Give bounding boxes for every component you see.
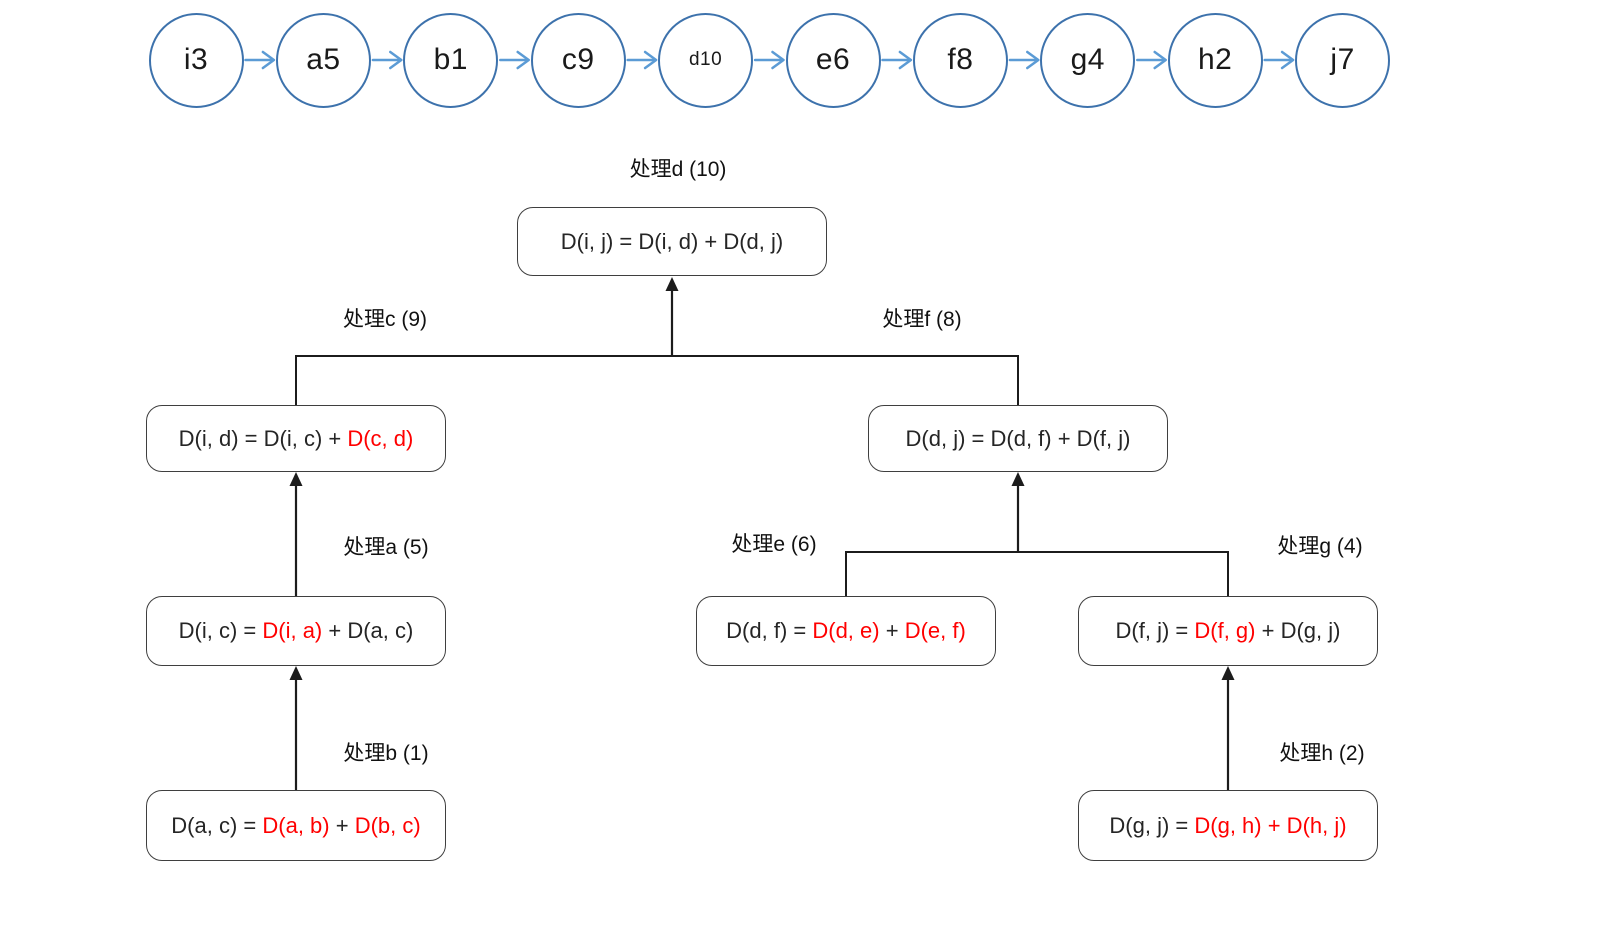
formula-text: D(i, c) = bbox=[178, 618, 263, 643]
arrowhead-up-icon bbox=[289, 666, 303, 680]
list-node-i3: i3 bbox=[148, 12, 244, 108]
formula-highlight: D(b, c) bbox=[354, 812, 421, 838]
tree-arrow bbox=[1221, 666, 1235, 790]
chain-arrow bbox=[1263, 50, 1295, 70]
formula-box-dic: D(i, c) = D(i, a) + D(a, c) bbox=[146, 596, 446, 666]
chain-arrow bbox=[499, 50, 530, 70]
list-node-a5: a5 bbox=[275, 12, 371, 108]
list-node-e6: e6 bbox=[785, 12, 881, 108]
formula-box-ddf: D(d, f) = D(d, e) + D(e, f) bbox=[696, 596, 996, 666]
formula-box-did: D(i, d) = D(i, c) + D(c, d) bbox=[146, 405, 446, 472]
formula-text: + D(a, c) bbox=[322, 618, 414, 643]
chain-arrow bbox=[1008, 50, 1040, 70]
formula-text: + bbox=[879, 618, 905, 643]
formula-box-dgj: D(g, j) = D(g, h) + D(h, j) bbox=[1078, 790, 1378, 861]
chain-arrow bbox=[244, 50, 276, 70]
list-node-d10: d10 bbox=[658, 12, 754, 108]
formula-text: D(d, f) = bbox=[726, 618, 813, 643]
list-node-j7: j7 bbox=[1295, 12, 1391, 108]
tree-arrow bbox=[665, 277, 679, 356]
step-label-e: 处理e (6) bbox=[731, 533, 817, 556]
formula-text: D(f, j) = bbox=[1115, 618, 1195, 643]
arrowhead-up-icon bbox=[1221, 666, 1235, 680]
chain-arrow bbox=[626, 50, 658, 70]
list-node-b1: b1 bbox=[403, 12, 499, 108]
step-label-h: 处理h (2) bbox=[1279, 742, 1365, 765]
chain-arrow bbox=[753, 50, 785, 70]
tree-connector-elbow bbox=[295, 355, 1019, 405]
formula-highlight: D(i, a) bbox=[262, 618, 323, 643]
list-node-f8: f8 bbox=[912, 12, 1008, 108]
formula-text: + D(g, j) bbox=[1255, 618, 1341, 643]
formula-text: D(i, d) = D(i, c) + bbox=[178, 425, 348, 451]
formula-text: D(d, j) = D(d, f) + D(f, j) bbox=[905, 425, 1131, 451]
chain-arrow bbox=[1136, 50, 1167, 70]
tree-arrow bbox=[289, 666, 303, 790]
formula-box-dfj: D(f, j) = D(f, g) + D(g, j) bbox=[1078, 596, 1378, 666]
formula-highlight: D(c, d) bbox=[347, 425, 414, 451]
formula-box-dij: D(i, j) = D(i, d) + D(d, j) bbox=[517, 207, 827, 276]
arrowhead-up-icon bbox=[665, 277, 679, 291]
step-label-c: 处理c (9) bbox=[343, 308, 427, 331]
arrowhead-up-icon bbox=[1011, 472, 1025, 486]
formula-highlight: D(e, f) bbox=[904, 618, 966, 643]
list-node-c9: c9 bbox=[530, 12, 626, 108]
formula-box-dac: D(a, c) = D(a, b) + D(b, c) bbox=[146, 790, 446, 861]
formula-highlight: D(f, g) bbox=[1194, 618, 1256, 643]
formula-text: D(i, j) = D(i, d) + D(d, j) bbox=[560, 228, 784, 254]
formula-highlight: D(g, h) + D(h, j) bbox=[1194, 812, 1347, 838]
tree-arrow bbox=[1011, 472, 1025, 552]
formula-text: + bbox=[329, 812, 355, 838]
step-label-b: 处理b (1) bbox=[343, 742, 429, 765]
formula-highlight: D(a, b) bbox=[262, 812, 330, 838]
formula-box-ddj: D(d, j) = D(d, f) + D(f, j) bbox=[868, 405, 1168, 472]
list-node-h2: h2 bbox=[1167, 12, 1263, 108]
step-label-f: 处理f (8) bbox=[882, 308, 962, 331]
arrowhead-up-icon bbox=[289, 472, 303, 486]
tree-arrow bbox=[289, 472, 303, 596]
step-label-d: 处理d (10) bbox=[629, 158, 727, 181]
step-label-g: 处理g (4) bbox=[1277, 535, 1363, 558]
step-label-a: 处理a (5) bbox=[343, 536, 429, 559]
chain-arrow bbox=[881, 50, 913, 70]
chain-arrow bbox=[371, 50, 403, 70]
tree-connector-elbow bbox=[845, 551, 1229, 596]
formula-text: D(a, c) = bbox=[171, 812, 263, 838]
formula-highlight: D(d, e) bbox=[812, 618, 880, 643]
list-node-g4: g4 bbox=[1040, 12, 1136, 108]
formula-text: D(g, j) = bbox=[1109, 812, 1195, 838]
